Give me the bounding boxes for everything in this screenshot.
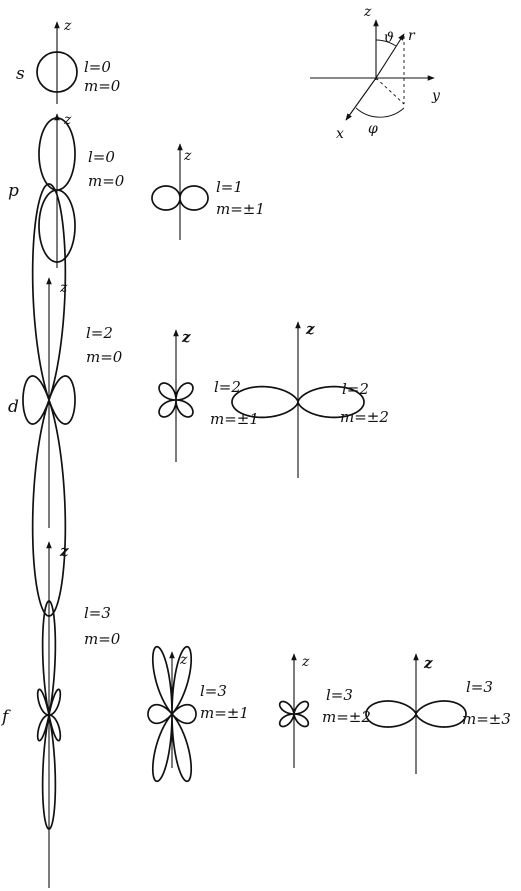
f1-z-label: z: [179, 652, 188, 668]
d0-m-label: m=0: [86, 348, 123, 366]
s-orbital-group: z s l=0 m=0: [16, 18, 121, 104]
coord-projection-base: [375, 77, 405, 105]
f3-orbital-shape: [365, 700, 467, 728]
p0-l-label: l=0: [88, 148, 115, 166]
coord-y-label: y: [431, 88, 441, 104]
f1-orbital-shape: [147, 645, 197, 783]
f2-orbital-shape: [278, 700, 310, 728]
d1-m-label: m=±1: [210, 410, 259, 428]
f3-m-label: m=±3: [462, 710, 511, 728]
f0-orbital-shape: [36, 600, 62, 830]
s-orbital-shape: [36, 51, 78, 93]
f1-m-label: m=±1: [200, 704, 249, 722]
d0-l-label: l=2: [86, 324, 113, 342]
f3-z-label: z: [423, 654, 433, 672]
f0-m-label: m=0: [84, 630, 121, 648]
f3-l-label: l=3: [466, 678, 493, 696]
s-l-label: l=0: [84, 58, 111, 76]
coord-z-label: z: [363, 4, 372, 20]
p1-l-label: l=1: [216, 178, 243, 196]
coord-r-label: r: [408, 28, 416, 44]
p0-orbital-shape: [38, 117, 76, 263]
coord-r-vector: [375, 33, 405, 79]
p1-z-label: z: [183, 148, 192, 164]
row-label-s: s: [16, 64, 25, 84]
s-m-label: m=0: [84, 77, 121, 95]
row-label-f: f: [0, 707, 11, 727]
d2-orbital-shape: [231, 385, 365, 419]
coord-theta-label: ϑ: [384, 30, 394, 46]
d1-orbital-shape: [158, 382, 194, 418]
p0-m-label: m=0: [88, 172, 125, 190]
f-orbital-group: z f l=3 m=0 z l=3 m=±1 z l=3 m=±2 z l=3 …: [0, 541, 511, 888]
p-orbital-group: z p l=0 m=0 z l=1 m=±1: [8, 112, 265, 268]
d1-l-label: l=2: [214, 378, 241, 396]
row-label-p: p: [8, 181, 19, 201]
d2-m-label: m=±2: [340, 408, 389, 426]
f2-z-label: z: [301, 654, 310, 670]
d2-z-label: z: [305, 320, 315, 338]
theta-arc: [375, 39, 397, 47]
coord-x-label: x: [336, 126, 344, 142]
coord-phi-label: φ: [368, 121, 378, 137]
f0-l-label: l=3: [84, 604, 111, 622]
d0-z-label: z: [59, 280, 68, 296]
row-label-d: d: [8, 397, 19, 417]
p0-z-label: z: [63, 112, 72, 128]
f2-l-label: l=3: [326, 686, 353, 704]
d2-l-label: l=2: [342, 380, 369, 398]
f0-z-label: z: [59, 542, 69, 560]
s-z-label: z: [63, 18, 72, 34]
d1-z-label: z: [181, 328, 191, 346]
p1-m-label: m=±1: [216, 200, 265, 218]
f1-l-label: l=3: [200, 682, 227, 700]
p1-orbital-shape: [151, 185, 209, 211]
f2-m-label: m=±2: [322, 708, 371, 726]
coordinate-system: z y x r ϑ φ: [310, 4, 441, 142]
phi-arc: [355, 107, 405, 118]
coord-x-axis: [345, 77, 377, 121]
